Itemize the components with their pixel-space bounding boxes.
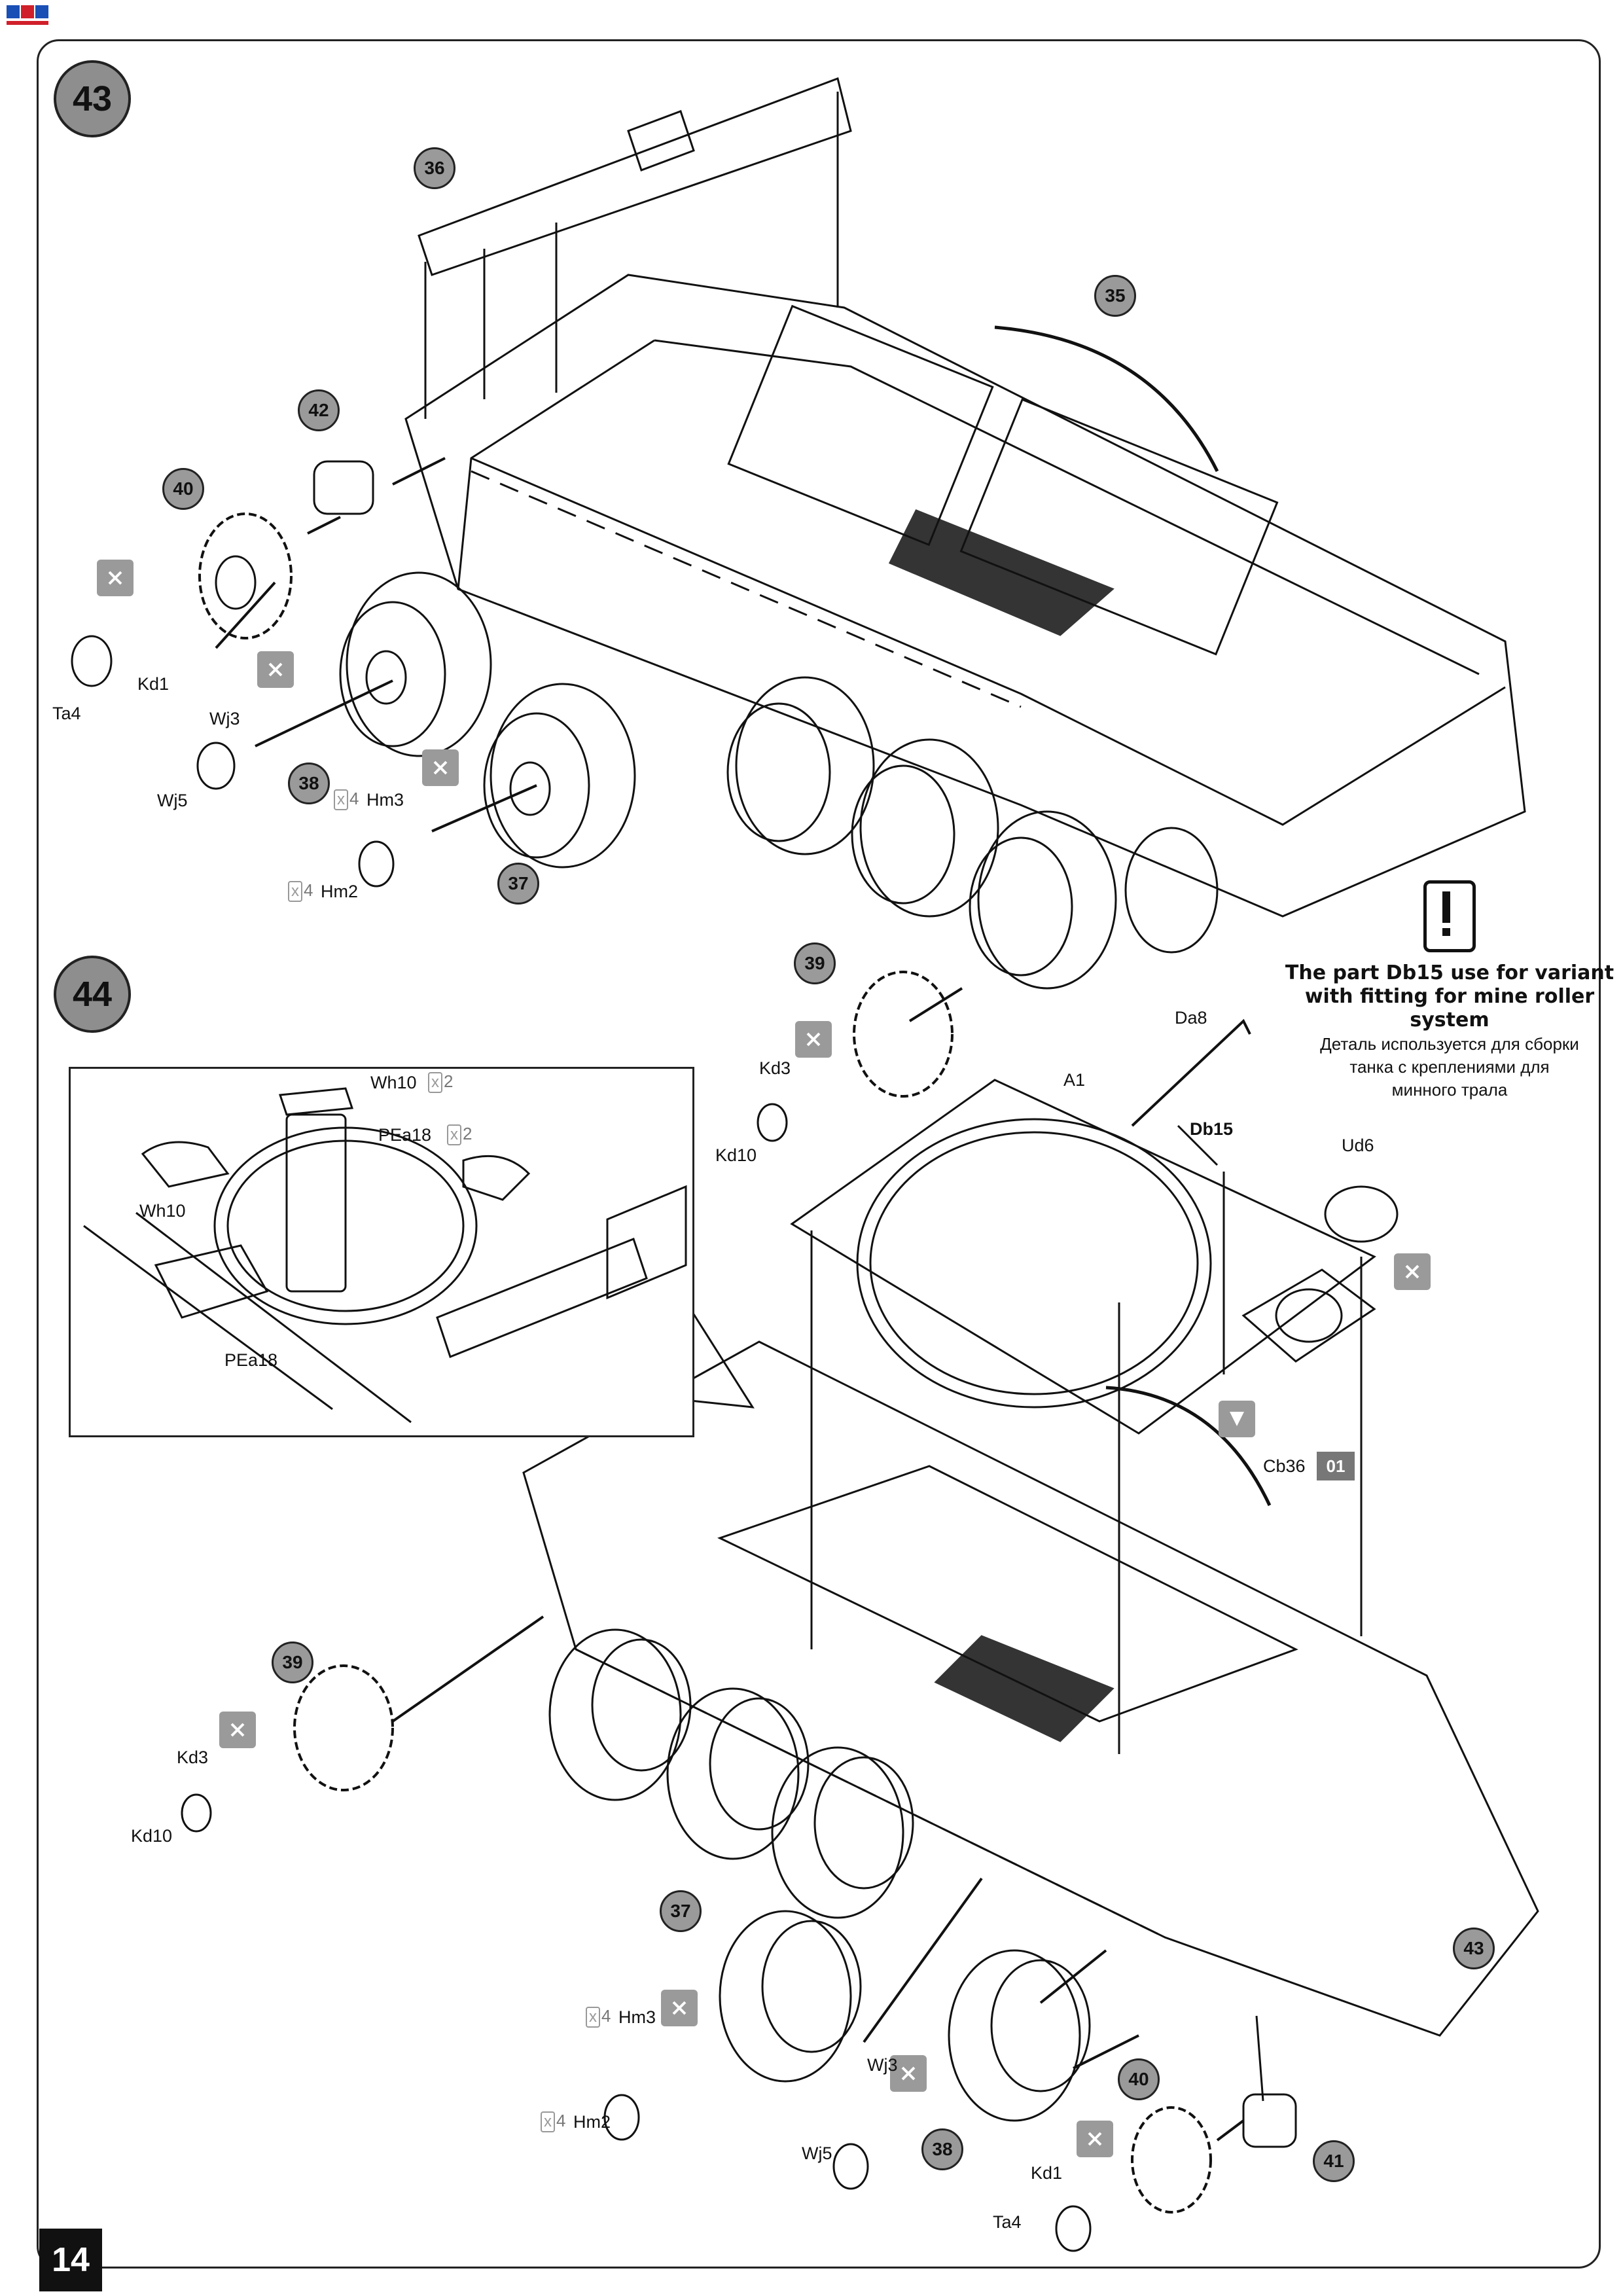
notice-text-ru-1: Деталь используется для сборки (1320, 1034, 1579, 1054)
callout-40: 40 (162, 468, 204, 510)
callout-40-bottom: 40 (1118, 2058, 1160, 2100)
drill-hole-icon (1219, 1401, 1255, 1437)
callout-38: 38 (288, 762, 330, 804)
part-label-hm3: Hm3 (366, 790, 404, 810)
notice-text-ru-3: минного трала (1391, 1080, 1508, 1100)
callout-37: 37 (497, 863, 539, 905)
part-label-wh10-top: Wh10 (370, 1073, 417, 1092)
part-label-hm3-bottom: Hm3 (618, 2007, 656, 2027)
part-label-da8: Da8 (1175, 1008, 1207, 1028)
glue-tool-icon (890, 2055, 927, 2092)
notice-text-ru-2: танка с креплениями для (1349, 1057, 1550, 1077)
part-label-pea18-bottom: PEa18 (224, 1350, 278, 1370)
part-label-kd1: Kd1 (137, 674, 169, 694)
callout-39-top: 39 (794, 942, 836, 984)
glue-tool-icon (661, 1990, 698, 2026)
part-label-wj3: Wj3 (209, 709, 240, 728)
publisher-logo-icon (7, 5, 48, 25)
part-label-hm2-bottom: Hm2 (573, 2112, 611, 2132)
part-label-pea18-top: PEa18 (378, 1125, 432, 1145)
callout-39-left: 39 (272, 1641, 313, 1683)
part-label-cb36: Cb36 (1263, 1456, 1306, 1476)
part-label-a1: A1 (1063, 1070, 1086, 1090)
step-43-badge: 43 (54, 60, 131, 137)
callout-43: 43 (1453, 1928, 1495, 1969)
callout-37-bottom: 37 (660, 1890, 702, 1932)
code-badge-01: 01 (1317, 1452, 1355, 1480)
part-label-wj5: Wj5 (157, 791, 188, 810)
mine-roller-notice: The part Db15 use for variant with fitti… (1279, 880, 1620, 1101)
notice-text-en-2: with fitting for mine roller system (1304, 985, 1595, 1031)
part-label-ta4-bottom: Ta4 (993, 2212, 1022, 2232)
part-label-kd1-bottom: Kd1 (1031, 2163, 1063, 2183)
part-label-wj3-bottom: Wj3 (867, 2055, 898, 2075)
glue-tool-icon (257, 651, 294, 688)
part-label-kd10-left: Kd10 (131, 1826, 173, 1846)
part-label-kd3-top: Kd3 (759, 1058, 791, 1078)
glue-tool-icon (422, 749, 459, 786)
page-number: 14 (39, 2229, 102, 2291)
glue-tool-icon (795, 1021, 832, 1058)
part-label-wj5-bottom: Wj5 (802, 2144, 832, 2163)
glue-tool-icon (1394, 1253, 1431, 1290)
part-label-kd3-left: Kd3 (177, 1748, 209, 1767)
part-label-kd10-top: Kd10 (715, 1145, 757, 1165)
notice-text-en-1: The part Db15 use for variant (1285, 961, 1614, 984)
glue-tool-icon (219, 1712, 256, 1748)
callout-42: 42 (298, 389, 340, 431)
glue-tool-icon (97, 560, 134, 596)
inset-illustration (83, 1087, 687, 1424)
page-frame (37, 39, 1601, 2269)
part-label-hm2: Hm2 (321, 882, 359, 901)
part-label-ta4: Ta4 (52, 704, 81, 723)
glue-tool-icon (1077, 2121, 1113, 2157)
callout-38-bottom: 38 (921, 2128, 963, 2170)
part-label-db15: Db15 (1190, 1119, 1234, 1139)
part-label-ud6: Ud6 (1342, 1136, 1374, 1155)
part-label-wh10-left: Wh10 (139, 1201, 186, 1221)
callout-36: 36 (414, 147, 455, 189)
callout-41: 41 (1313, 2140, 1355, 2182)
exclamation-icon (1423, 880, 1476, 952)
step-44-badge: 44 (54, 956, 131, 1033)
callout-35: 35 (1094, 275, 1136, 317)
